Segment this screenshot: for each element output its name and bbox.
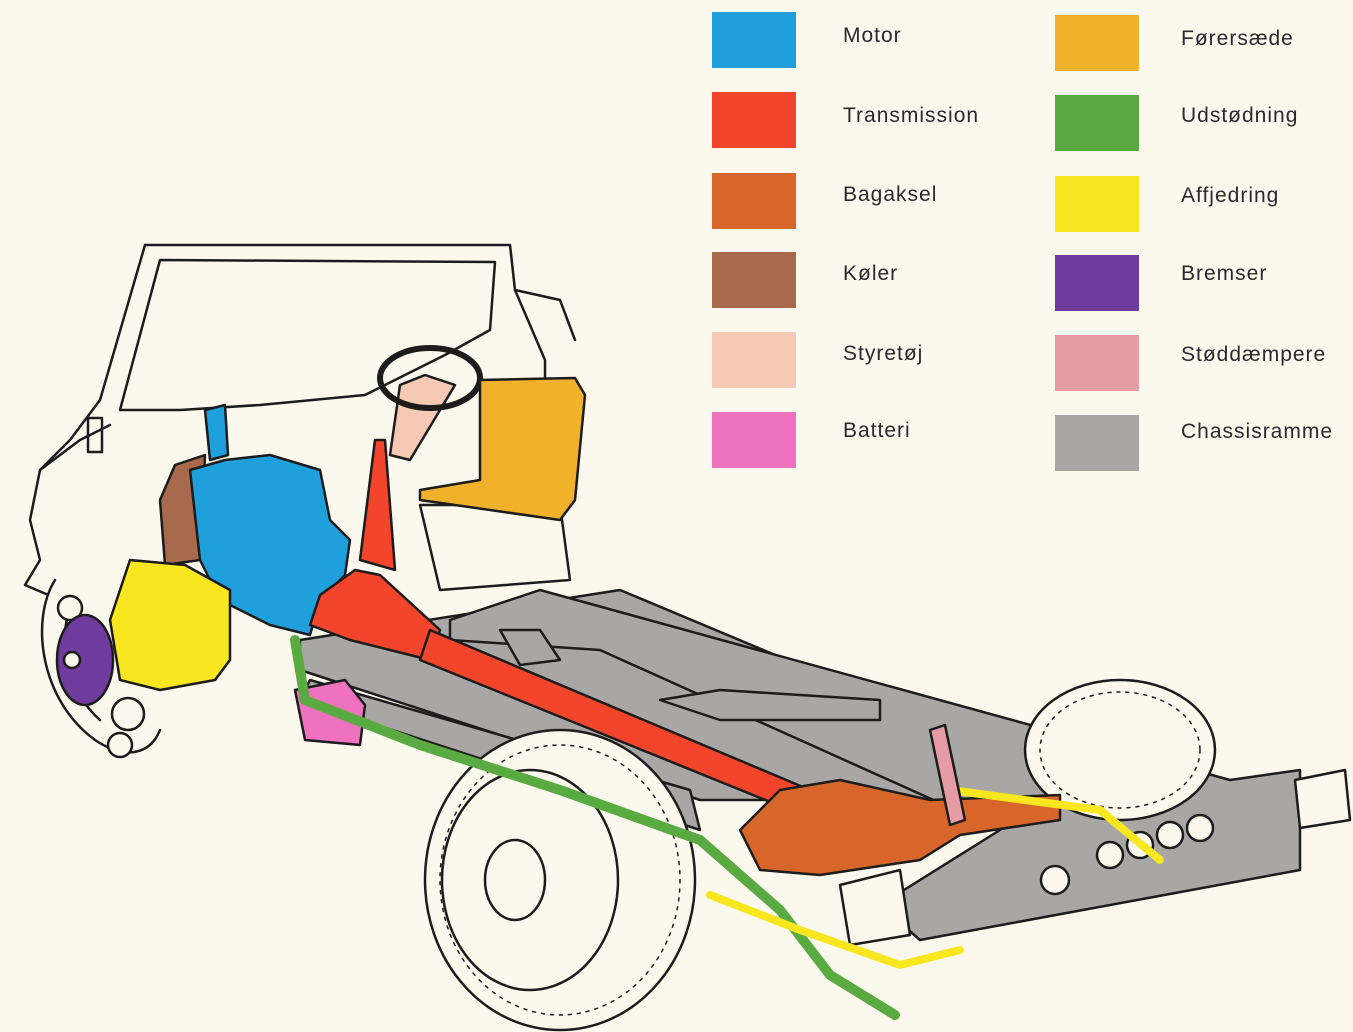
front-suspension [110, 560, 230, 690]
legend-label: Affjedring [1181, 184, 1279, 208]
air-filter [205, 405, 228, 460]
steering-column [390, 375, 455, 460]
legend-label: Transmission [843, 104, 979, 128]
legend-label: Køler [843, 262, 898, 286]
legend-label: Støddæmpere [1181, 343, 1326, 367]
legend-label: Bagaksel [843, 183, 937, 207]
legend-swatch [1055, 335, 1139, 391]
legend-swatch [1055, 415, 1139, 471]
legend-swatch [1055, 176, 1139, 232]
legend-label: Udstødning [1181, 104, 1298, 128]
legend-swatch [1055, 255, 1139, 311]
legend-label: Bremser [1181, 262, 1267, 286]
legend-label: Førersæde [1181, 27, 1294, 51]
legend-label: Motor [843, 24, 902, 48]
legend-swatch [712, 332, 796, 388]
legend-swatch [712, 92, 796, 148]
legend-label: Batteri [843, 419, 911, 443]
legend-swatch [712, 12, 796, 68]
legend-swatch [712, 173, 796, 229]
legend-swatch [712, 252, 796, 308]
gear-lever [360, 440, 395, 570]
legend-label: Chassisramme [1181, 420, 1333, 444]
legend-swatch [1055, 95, 1139, 151]
legend-label: Styretøj [843, 342, 923, 366]
legend-swatch [1055, 15, 1139, 71]
legend-swatch [712, 412, 796, 468]
